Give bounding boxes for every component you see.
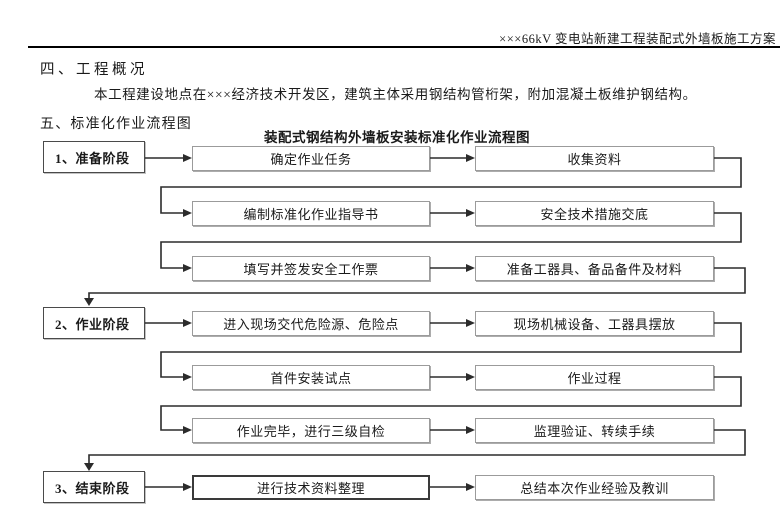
step-box-3-right: 准备工器具、备品备件及材料 <box>475 256 714 281</box>
step-box-7-right: 总结本次作业经验及教训 <box>475 475 714 500</box>
step-box-6-left: 作业完毕，进行三级自检 <box>192 418 430 443</box>
step-box-1-right: 收集资料 <box>475 146 714 171</box>
stage-box-preparation: 1、准备阶段 <box>43 141 145 173</box>
step-box-6-right: 监理验证、转续手续 <box>475 418 714 443</box>
step-box-3-left: 填写并签发安全工作票 <box>192 256 430 281</box>
header-title: ×××66kV 变电站新建工程装配式外墙板施工方案 <box>499 32 776 46</box>
header-rule <box>28 46 780 48</box>
step-box-1-left: 确定作业任务 <box>192 146 430 171</box>
step-box-7-left: 进行技术资料整理 <box>192 475 430 500</box>
step-box-4-left: 进入现场交代危险源、危险点 <box>192 311 430 336</box>
stage-box-operation: 2、作业阶段 <box>43 307 145 339</box>
step-box-4-right: 现场机械设备、工器具摆放 <box>475 311 714 336</box>
step-box-2-right: 安全技术措施交底 <box>475 201 714 226</box>
step-box-5-left: 首件安装试点 <box>192 365 430 390</box>
step-box-5-right: 作业过程 <box>475 365 714 390</box>
stage-box-finish: 3、结束阶段 <box>43 471 145 503</box>
section-heading-flowchart: 五、标准化作业流程图 <box>40 117 192 132</box>
section-heading-overview: 四、工程概况 <box>40 62 148 78</box>
step-box-2-left: 编制标准化作业指导书 <box>192 201 430 226</box>
flowchart-title: 装配式钢结构外墙板安装标准化作业流程图 <box>264 130 530 145</box>
overview-paragraph: 本工程建设地点在×××经济技术开发区，建筑主体采用钢结构管桁架，附加混凝土板维护… <box>94 87 697 102</box>
